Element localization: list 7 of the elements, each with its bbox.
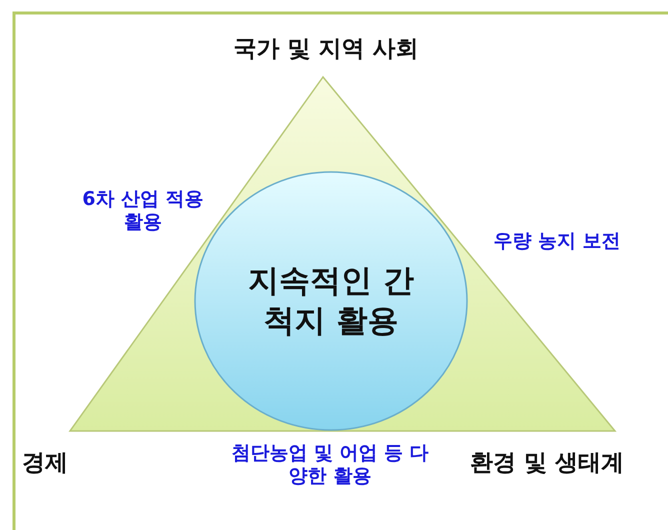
side-label: 첨단농업 및 어업 등 다양한 활용	[230, 442, 430, 488]
vertex-label: 환경 및 생태계	[470, 450, 624, 478]
circle-text: 지속적인 간척지 활용	[247, 262, 415, 341]
side-label: 우량 농지 보전	[494, 230, 621, 253]
vertex-label: 국가 및 지역 사회	[234, 36, 419, 64]
side-label: 6차 산업 적용 활용	[81, 188, 205, 234]
vertex-label: 경제	[22, 450, 68, 478]
